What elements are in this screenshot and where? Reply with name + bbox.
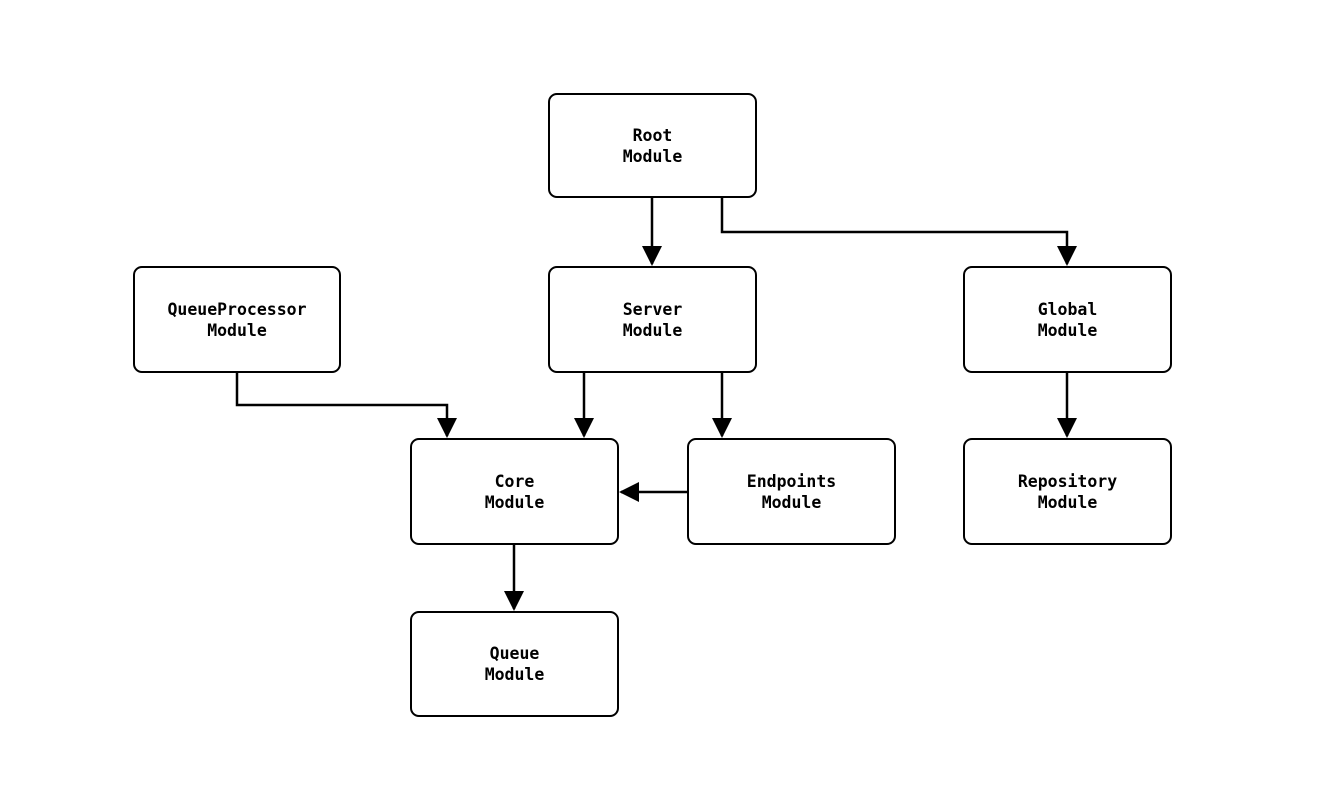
node-label-line1: QueueProcessor: [167, 299, 307, 319]
node-label-line1: Core: [494, 471, 535, 491]
node-endpoints-module: Endpoints Module: [687, 438, 896, 545]
edge-queueprocessor-to-core: [235, 373, 457, 438]
node-queue-module: Queue Module: [410, 611, 619, 717]
node-server-module: Server Module: [548, 266, 757, 373]
node-label-line2: Module: [484, 665, 545, 684]
node-queueprocessor-module: QueueProcessor Module: [133, 266, 341, 373]
node-label-line2: Module: [1037, 492, 1098, 512]
node-root-module: Root Module: [548, 93, 757, 198]
node-label-line1: Queue: [489, 644, 540, 663]
node-label-line2: Module: [622, 146, 683, 166]
node-core-module: Core Module: [410, 438, 619, 545]
node-label-line1: Root: [632, 125, 673, 145]
node-label-line2: Module: [207, 320, 267, 340]
node-label-line2: Module: [1037, 320, 1098, 340]
node-global-module: Global Module: [963, 266, 1172, 373]
node-label-line2: Module: [622, 320, 683, 340]
node-label-line1: Endpoints: [746, 471, 837, 491]
edge-root-to-global: [720, 198, 1077, 266]
node-label-line1: Repository: [1017, 471, 1118, 491]
node-label-line1: Server: [622, 299, 683, 319]
node-label-line2: Module: [484, 492, 545, 512]
node-label-line2: Module: [761, 492, 822, 512]
node-label-line1: Global: [1037, 299, 1098, 319]
node-repository-module: Repository Module: [963, 438, 1172, 545]
